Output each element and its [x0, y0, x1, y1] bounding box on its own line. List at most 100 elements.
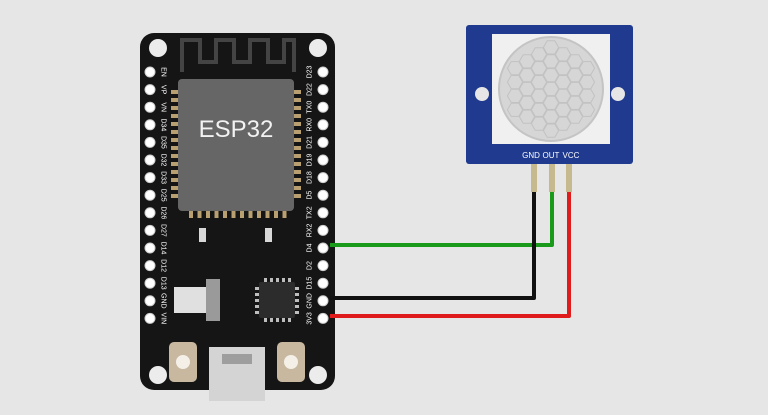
ic-pin [255, 299, 259, 302]
wires [330, 190, 571, 318]
sensor-pin-label-gnd: GND [522, 151, 540, 160]
pin-label-d25: D25 [160, 189, 167, 202]
pin-hole-d32[interactable] [144, 154, 156, 166]
pin-hole-d34[interactable] [144, 119, 156, 131]
lens-cell [530, 102, 548, 117]
left-pin-header: ENVPVND34D35D32D33D25D26D27D14D12D13GNDV… [144, 66, 167, 325]
pin-hole-tx0[interactable] [317, 101, 329, 113]
lens-cell [542, 95, 560, 110]
chip-leg [293, 194, 301, 198]
pin-hole-tx2[interactable] [317, 207, 329, 219]
chip-leg [293, 98, 301, 102]
boot-button-cap[interactable] [284, 355, 298, 369]
pin-hole-d19[interactable] [317, 154, 329, 166]
sensor-pin-vcc[interactable] [566, 164, 572, 192]
pin-hole-d22[interactable] [317, 84, 329, 96]
pin-hole-d4[interactable] [317, 242, 329, 254]
voltage-regulator [174, 287, 206, 313]
lens-cell [566, 95, 584, 110]
pin-label-tx2: TX2 [307, 206, 314, 219]
pin-hole-d2[interactable] [317, 260, 329, 272]
lens-cell [578, 88, 596, 103]
lens-cell [554, 116, 572, 131]
pin-hole-d12[interactable] [144, 260, 156, 272]
pin-hole-rx0[interactable] [317, 119, 329, 131]
pin-hole-d21[interactable] [317, 136, 329, 148]
pin-hole-en[interactable] [144, 66, 156, 78]
pin-hole-vp[interactable] [144, 84, 156, 96]
lens-cell [566, 54, 584, 69]
lens-cell [518, 95, 536, 110]
ic-pin [295, 287, 299, 290]
chip-leg [171, 98, 179, 102]
pin-label-d23: D23 [307, 65, 314, 78]
lens-cell [542, 109, 560, 124]
chip-leg [171, 138, 179, 142]
lens-cell [530, 47, 548, 62]
pin-label-vin: VIN [160, 313, 167, 325]
antenna-trace [180, 38, 296, 72]
pin-hole-d26[interactable] [144, 207, 156, 219]
chip-legs [171, 90, 301, 218]
chip-leg [293, 122, 301, 126]
pin-label-d14: D14 [160, 242, 167, 255]
pin-hole-d35[interactable] [144, 136, 156, 148]
pin-hole-d5[interactable] [317, 189, 329, 201]
chip-leg [214, 210, 219, 218]
smd-component [265, 228, 272, 242]
ic-pin [264, 278, 267, 282]
lens-cell [578, 75, 596, 90]
wire-out-to-d4[interactable] [330, 190, 554, 247]
lens-cell [554, 61, 572, 76]
pin-hole-d14[interactable] [144, 242, 156, 254]
mounting-hole [309, 39, 327, 57]
lens-cell [518, 81, 536, 97]
pin-hole-d25[interactable] [144, 189, 156, 201]
sensor-pin-label-vcc: VCC [563, 151, 580, 160]
ic-pin [295, 299, 299, 302]
ic-pin [295, 293, 299, 296]
en-button-cap[interactable] [176, 355, 190, 369]
ic-pin [276, 278, 279, 282]
chip-leg [171, 130, 179, 134]
ic-pin [288, 278, 291, 282]
ic-pin [255, 287, 259, 290]
lens-cell [566, 68, 584, 83]
chip-leg [171, 106, 179, 110]
pin-hole-d33[interactable] [144, 172, 156, 184]
pin-hole-gnd[interactable] [144, 295, 156, 307]
pin-hole-d13[interactable] [144, 277, 156, 289]
chip-leg [293, 170, 301, 174]
lens-cell [542, 81, 560, 97]
pin-hole-d27[interactable] [144, 224, 156, 236]
sensor-pin-gnd[interactable] [531, 164, 537, 192]
chip-leg [197, 210, 202, 218]
chip-leg [171, 154, 179, 158]
pin-hole-gnd[interactable] [317, 295, 329, 307]
pin-hole-d15[interactable] [317, 277, 329, 289]
pin-hole-d23[interactable] [317, 66, 329, 78]
chip-leg [293, 146, 301, 150]
chip-leg [171, 186, 179, 190]
chip-leg [257, 210, 261, 218]
pin-hole-vin[interactable] [144, 312, 156, 324]
pin-label-d32: D32 [160, 154, 167, 167]
sensor-pin-out[interactable] [549, 164, 555, 192]
wire-gnd-to-gnd[interactable] [330, 190, 536, 300]
chip-leg [293, 178, 301, 182]
ic-pin [270, 278, 273, 282]
lens-cell [554, 102, 572, 117]
pin-label-d33: D33 [160, 171, 167, 184]
fresnel-lens [498, 36, 604, 142]
lens-cell [578, 102, 596, 117]
pin-hole-rx2[interactable] [317, 224, 329, 236]
usb-chip-pins [255, 278, 299, 322]
chip-leg [293, 114, 301, 118]
ic-pin [288, 318, 291, 322]
chip-leg [171, 114, 179, 118]
wire-vcc-to-3v3[interactable] [330, 190, 571, 318]
pin-hole-3v3[interactable] [317, 312, 329, 324]
chip-leg [293, 130, 301, 134]
pin-hole-d18[interactable] [317, 172, 329, 184]
pin-hole-vn[interactable] [144, 101, 156, 113]
